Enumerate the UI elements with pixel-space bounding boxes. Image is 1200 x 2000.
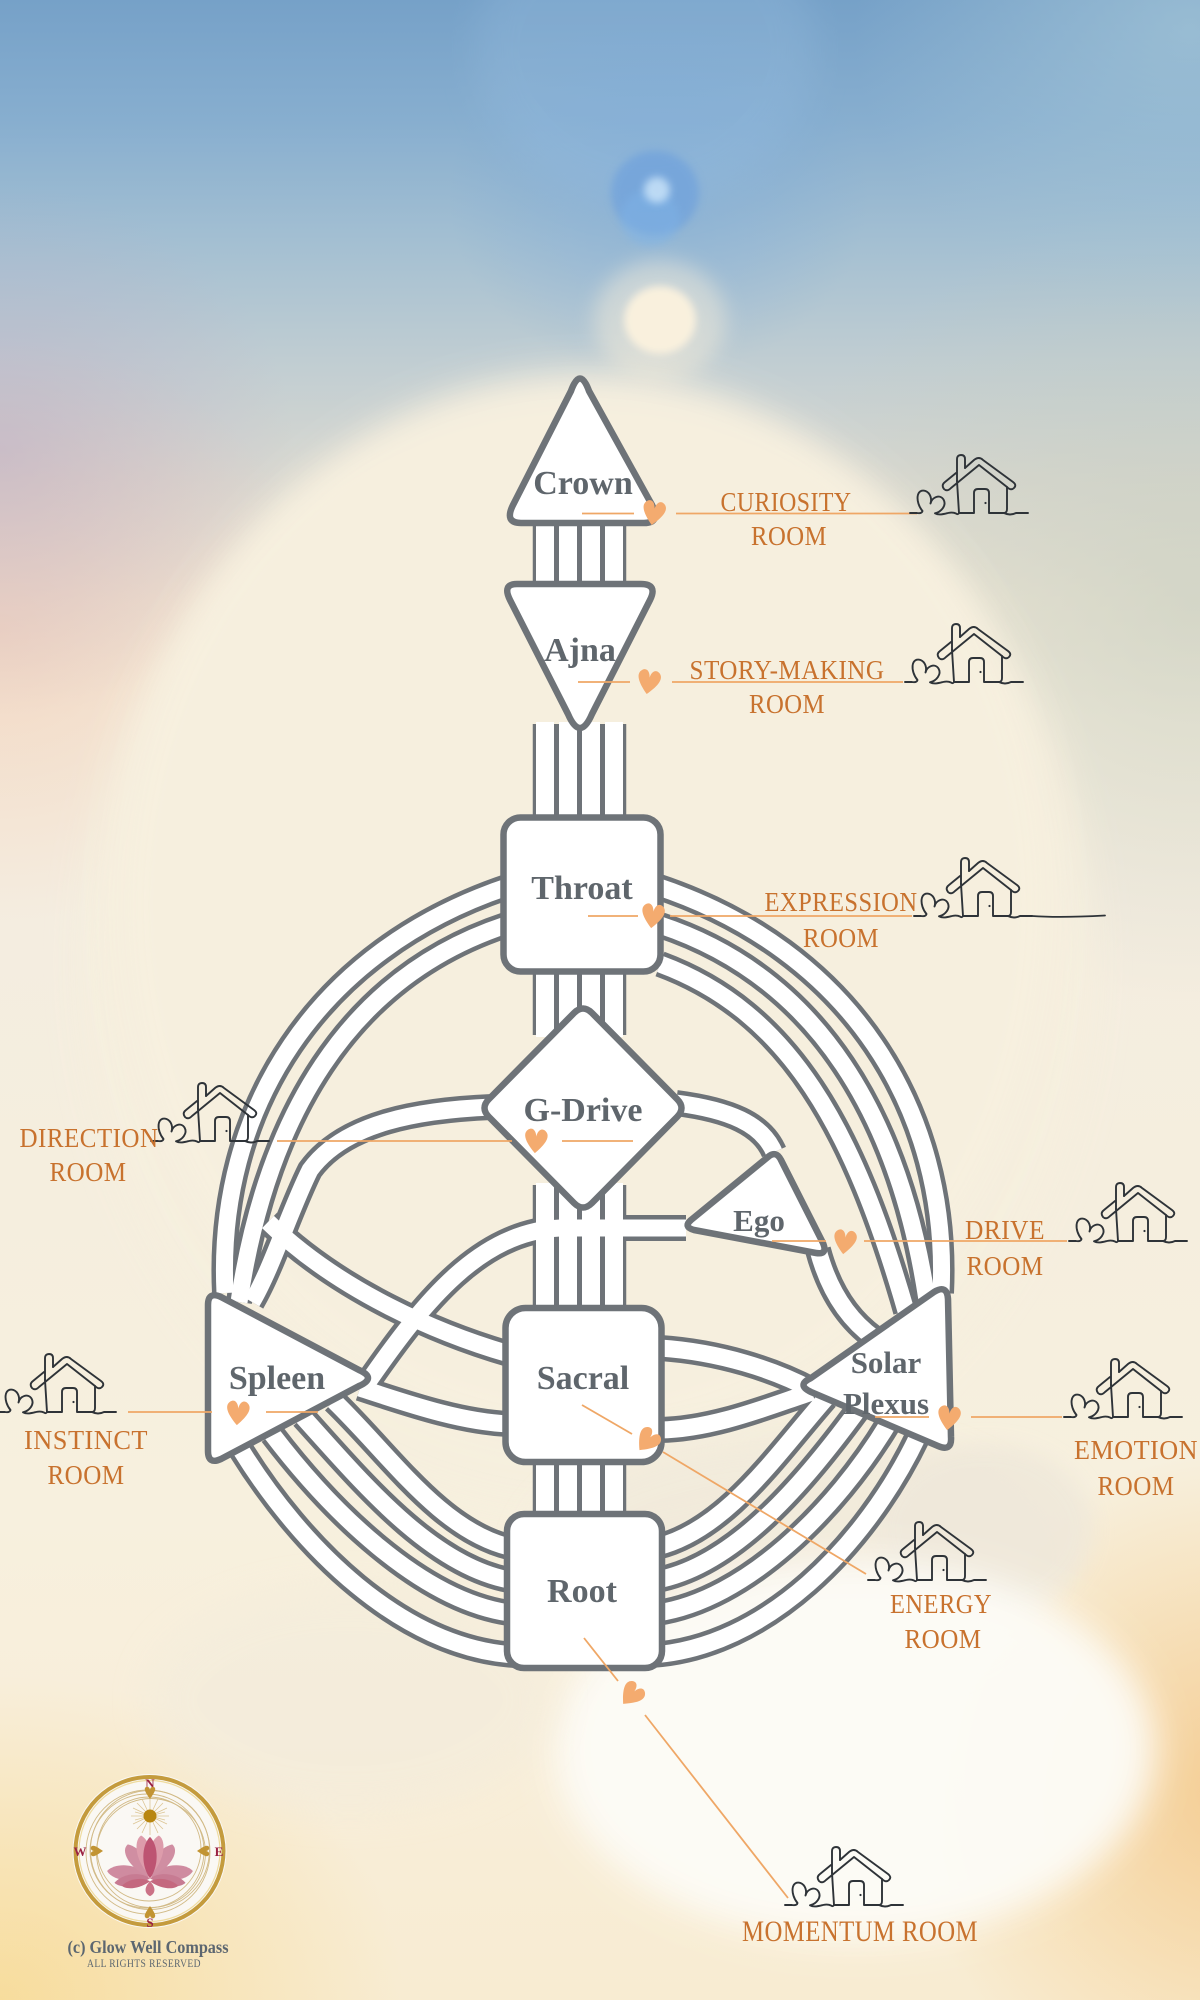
svg-text:ROOM: ROOM [50,1157,127,1187]
svg-text:Solar: Solar [851,1345,922,1380]
svg-text:ROOM: ROOM [803,923,879,953]
svg-text:(c) Glow Well Compass: (c) Glow Well Compass [68,1937,229,1957]
svg-text:ROOM: ROOM [749,689,825,719]
svg-text:Ajna: Ajna [544,632,616,669]
svg-text:ALL RIGHTS RESERVED: ALL RIGHTS RESERVED [87,1958,201,1970]
svg-text:ROOM: ROOM [751,521,827,551]
svg-text:E: E [215,1844,224,1859]
svg-text:DRIVE: DRIVE [965,1215,1045,1245]
svg-text:STORY-MAKING: STORY-MAKING [690,655,885,685]
svg-text:Plexus: Plexus [843,1386,929,1421]
svg-text:INSTINCT: INSTINCT [24,1425,148,1455]
svg-text:W: W [74,1844,87,1859]
svg-text:ROOM: ROOM [1098,1471,1175,1501]
svg-text:Crown: Crown [533,465,633,502]
svg-text:Root: Root [547,1573,618,1610]
svg-text:DIRECTION: DIRECTION [20,1123,159,1153]
svg-text:Spleen: Spleen [229,1360,325,1397]
svg-text:CURIOSITY: CURIOSITY [721,487,852,517]
svg-text:Sacral: Sacral [537,1360,630,1397]
svg-text:EXPRESSION: EXPRESSION [765,887,918,917]
svg-text:Ego: Ego [733,1203,785,1238]
svg-text:G-Drive: G-Drive [524,1092,643,1129]
svg-text:N: N [145,1776,155,1791]
svg-text:S: S [146,1915,153,1930]
svg-text:MOMENTUM ROOM: MOMENTUM ROOM [742,1915,978,1948]
svg-text:ROOM: ROOM [48,1460,125,1490]
svg-text:Throat: Throat [531,870,633,907]
svg-text:EMOTION: EMOTION [1074,1435,1198,1465]
svg-text:ENERGY: ENERGY [890,1589,992,1619]
svg-text:ROOM: ROOM [905,1624,982,1654]
svg-text:ROOM: ROOM [967,1251,1044,1281]
